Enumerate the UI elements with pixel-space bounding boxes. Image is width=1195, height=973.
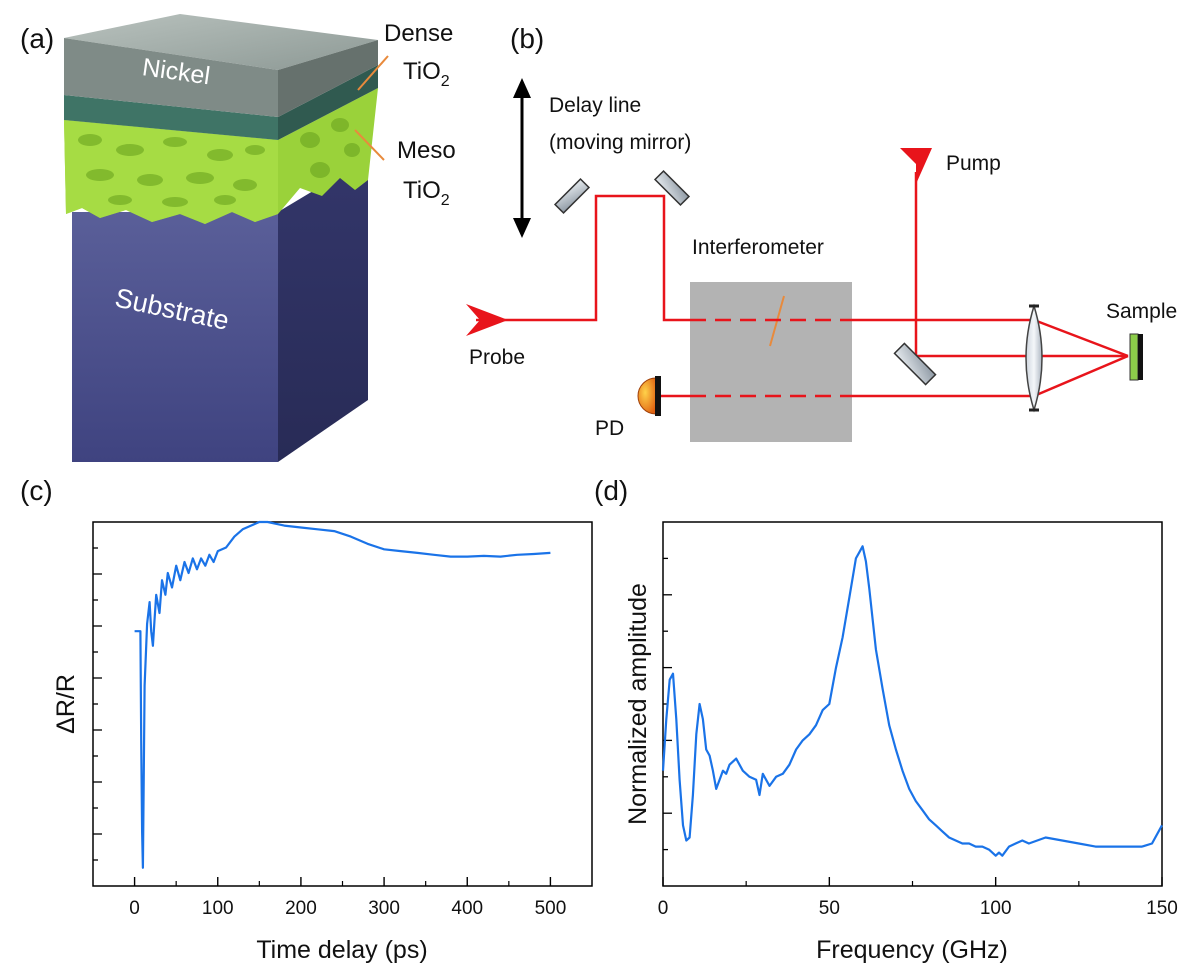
photodiode-base	[655, 376, 661, 416]
sample-green-film	[1129, 333, 1139, 381]
delay-mirror-left	[553, 177, 591, 215]
pump-beam-path	[914, 172, 1128, 358]
chart-c-y-axis-label: ΔR/R	[52, 674, 80, 734]
x-tick-label: 200	[285, 898, 317, 919]
pump-arrow-icon	[900, 148, 932, 184]
chart-d-series-line	[661, 545, 1163, 857]
x-tick-label: 400	[451, 898, 483, 919]
x-tick-label: 50	[819, 898, 840, 919]
meso-pores	[78, 118, 360, 207]
x-tick-label: 300	[368, 898, 400, 919]
sample-holder	[1138, 334, 1143, 380]
probe-label: Probe	[469, 346, 525, 369]
panel-c: (c) 0 100 200 300 400 500 Time delay (ps) ΔR/…	[20, 475, 593, 964]
panel-c-label: (c)	[20, 475, 53, 506]
delay-mirror-right	[653, 169, 691, 207]
chart-c-x-axis-label: Time delay (ps)	[256, 936, 427, 964]
pump-mirror	[893, 342, 937, 386]
panel-d: (d) 0 50 100 150 Frequency (GHz) Normalized…	[594, 475, 1178, 964]
x-tick-label: 100	[980, 898, 1012, 919]
chart-c-x-ticks: 0 100 200 300 400 500	[129, 877, 566, 919]
delay-arrow-up-icon	[513, 78, 531, 98]
probe-beam-focus-upper	[1033, 318, 1129, 358]
meso-callout-line	[354, 129, 385, 161]
chart-c-y-ticks	[93, 547, 102, 861]
dense-callout-line	[357, 55, 389, 91]
chart-d-y-axis-label: Normalized amplitude	[624, 583, 652, 825]
laser-beams	[476, 172, 1129, 398]
pump-label: Pump	[946, 152, 1001, 175]
probe-beam-path	[476, 194, 690, 322]
x-tick-label: 100	[202, 898, 234, 919]
dense-tio2-label: TiO2	[403, 58, 450, 90]
pd-label: PD	[595, 417, 624, 440]
delay-arrow-down-icon	[513, 218, 531, 238]
delay-line-sublabel: (moving mirror)	[549, 131, 691, 154]
panel-b-label: (b)	[510, 23, 544, 54]
dense-tio2-side	[278, 65, 378, 140]
substrate-front-face	[72, 212, 278, 462]
delay-line-label: Delay line	[549, 94, 641, 117]
chart-d-x-ticks: 0 50 100 150	[658, 877, 1178, 919]
chart-d-x-axis-label: Frequency (GHz)	[816, 936, 1008, 964]
panel-b: (b) Delay line (moving mirror) Interfero…	[466, 23, 1177, 442]
x-tick-label: 150	[1146, 898, 1178, 919]
dense-tio2-front	[64, 95, 278, 140]
panel-d-label: (d)	[594, 475, 628, 506]
reflected-beam-focus-lower	[1033, 354, 1129, 398]
chart-d-frame	[662, 521, 1163, 887]
dense-label: Dense	[384, 20, 453, 47]
panel-a-label: (a)	[20, 23, 54, 54]
nickel-side-face	[278, 40, 378, 117]
x-tick-label: 0	[129, 898, 140, 919]
interferometer-label: Interferometer	[692, 236, 824, 259]
nickel-top-face	[64, 14, 378, 70]
meso-label: Meso	[397, 137, 456, 164]
x-tick-label: 500	[535, 898, 567, 919]
sample-label: Sample	[1106, 300, 1177, 323]
probe-arrow-icon	[466, 304, 508, 336]
panel-a: (a) Nickel Substrate Dense TiO2	[20, 14, 456, 462]
meso-tio2-label: TiO2	[403, 177, 450, 209]
substrate-side-face	[278, 158, 368, 462]
chart-c-series-line	[134, 520, 551, 869]
nickel-front-face	[64, 38, 278, 117]
interferometer-box	[690, 282, 852, 442]
photodiode-icon	[637, 377, 657, 415]
x-tick-label: 0	[658, 898, 669, 919]
